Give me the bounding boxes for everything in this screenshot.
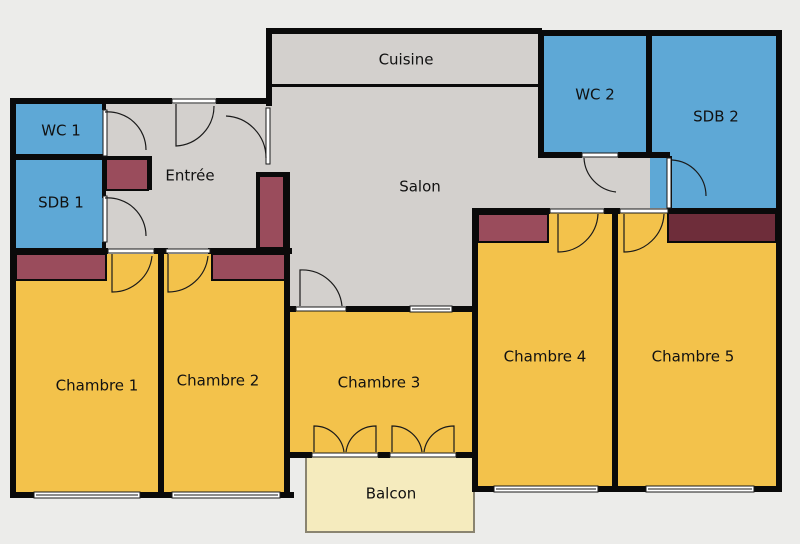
wall (256, 172, 290, 176)
wall (612, 208, 618, 492)
closet-entree-1 (105, 157, 149, 191)
wall (10, 492, 294, 498)
door-chambre4 (549, 208, 605, 253)
door-chambre2 (165, 248, 211, 293)
room-chambre5 (616, 212, 776, 488)
wall (452, 306, 478, 312)
window-chambre2 (171, 491, 281, 499)
wall (158, 254, 164, 498)
door-balcon-1 (311, 425, 379, 458)
door-wc2 (581, 152, 619, 193)
room-wc1 (16, 104, 104, 156)
wall (284, 452, 312, 458)
wall (154, 248, 168, 254)
walls (10, 28, 782, 498)
room-chambre1 (16, 254, 162, 494)
label-entree: Entrée (165, 167, 214, 185)
wall (216, 98, 272, 104)
room-chambre2 (162, 254, 290, 494)
label-chambre5: Chambre 5 (652, 348, 735, 366)
wall (10, 154, 106, 160)
wall (668, 208, 782, 214)
door-sdb1 (102, 195, 147, 243)
door-wc1 (102, 109, 147, 157)
room-cuisine (272, 32, 544, 86)
label-chambre1: Chambre 1 (56, 377, 139, 395)
wall (266, 28, 272, 106)
door-chambre3 (295, 269, 347, 312)
wall (256, 172, 260, 252)
wall (472, 486, 782, 492)
door-chambre1 (107, 248, 155, 293)
wall (266, 28, 542, 34)
label-salon: Salon (399, 178, 441, 196)
door-chambre5 (619, 208, 669, 253)
label-chambre3: Chambre 3 (338, 374, 421, 392)
wall (102, 98, 106, 110)
window-chambre4 (493, 485, 599, 493)
label-wc1: WC 1 (41, 122, 81, 140)
room-wc2 (544, 34, 650, 156)
label-sdb2: SDB 2 (693, 108, 739, 126)
wall (10, 248, 108, 254)
wall (472, 208, 550, 214)
window-chambre5 (645, 485, 755, 493)
wall (208, 248, 292, 254)
door-entree-salon (225, 107, 271, 165)
room-chambre4 (476, 212, 616, 488)
window-chambre3 (409, 305, 453, 313)
wall (538, 152, 582, 158)
wall (618, 152, 670, 158)
label-balcon: Balcon (366, 485, 417, 503)
wall (776, 30, 782, 492)
wall (102, 154, 106, 198)
closet-chambre1 (15, 253, 107, 281)
windows (33, 305, 755, 499)
label-sdb1: SDB 1 (38, 194, 84, 212)
door-entree-main (171, 98, 217, 147)
room-balcon (305, 455, 475, 533)
label-wc2: WC 2 (575, 86, 615, 104)
label-chambre2: Chambre 2 (177, 372, 260, 390)
wall (10, 98, 172, 104)
doors (102, 98, 707, 458)
room-labels: Cuisine Salon Entrée WC 1 SDB 1 WC 2 SDB… (38, 51, 739, 503)
closet-entree-2 (257, 175, 285, 249)
wall (472, 208, 478, 492)
wall (456, 452, 478, 458)
closet-chambre4 (477, 213, 549, 243)
room-chambre3 (290, 310, 474, 456)
wall (346, 306, 410, 312)
room-sdb1 (16, 160, 104, 248)
wall (272, 84, 542, 87)
wall (148, 156, 152, 190)
wall (106, 156, 152, 160)
closet-chambre2 (211, 253, 289, 281)
window-chambre1 (33, 491, 141, 499)
label-cuisine: Cuisine (379, 51, 434, 69)
wall (378, 452, 390, 458)
label-chambre4: Chambre 4 (504, 348, 587, 366)
wall (646, 30, 652, 158)
wall (538, 30, 782, 36)
closet-chambre5 (667, 209, 777, 243)
wall (284, 172, 290, 492)
wall (538, 30, 544, 158)
door-sdb2 (666, 157, 707, 209)
door-balcon-2 (389, 425, 457, 458)
room-salon-corridor (540, 156, 666, 212)
wall (102, 242, 106, 250)
wall (284, 306, 296, 312)
wall (10, 98, 16, 498)
